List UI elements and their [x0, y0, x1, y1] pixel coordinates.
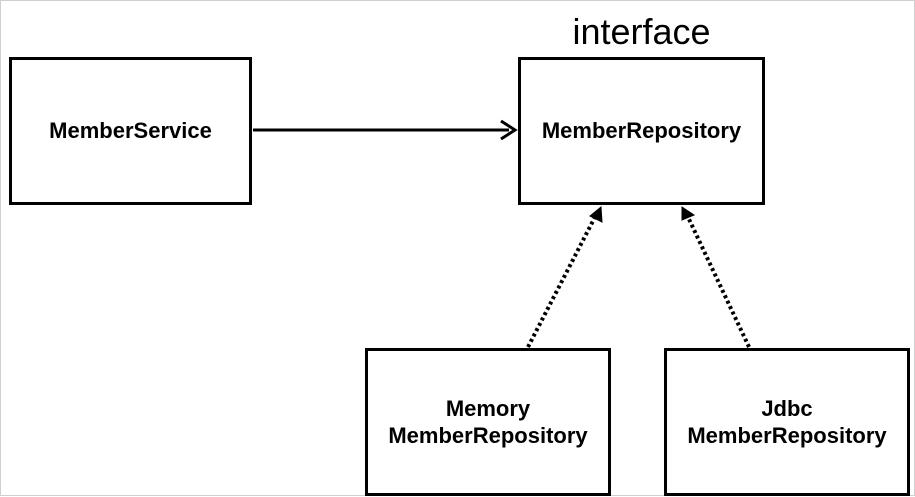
memory-member-repository-box: Memory MemberRepository: [365, 348, 611, 496]
member-repository-label: MemberRepository: [541, 118, 742, 144]
edge-service-to-repository-arrowhead: [500, 119, 518, 141]
member-repository-box: MemberRepository: [518, 57, 765, 205]
jdbc-member-repository-box: Jdbc MemberRepository: [664, 348, 910, 496]
jdbc-member-repository-label-line-2: MemberRepository: [687, 423, 887, 448]
edge-memory-to-repository-arrowhead: [589, 205, 603, 223]
jdbc-member-repository-label-line-1: Jdbc: [761, 395, 813, 421]
edge-jdbc-to-repository-arrowhead: [681, 206, 696, 221]
member-service-box: MemberService: [9, 57, 252, 205]
edge-memory-to-repository: [526, 216, 597, 348]
edge-jdbc-to-repository: [686, 216, 751, 348]
memory-member-repository-label-line-2: MemberRepository: [388, 423, 588, 448]
memory-member-repository-label-line-1: Memory: [445, 395, 531, 421]
member-service-label: MemberService: [49, 118, 212, 144]
interface-stereotype-label: interface: [572, 11, 711, 52]
